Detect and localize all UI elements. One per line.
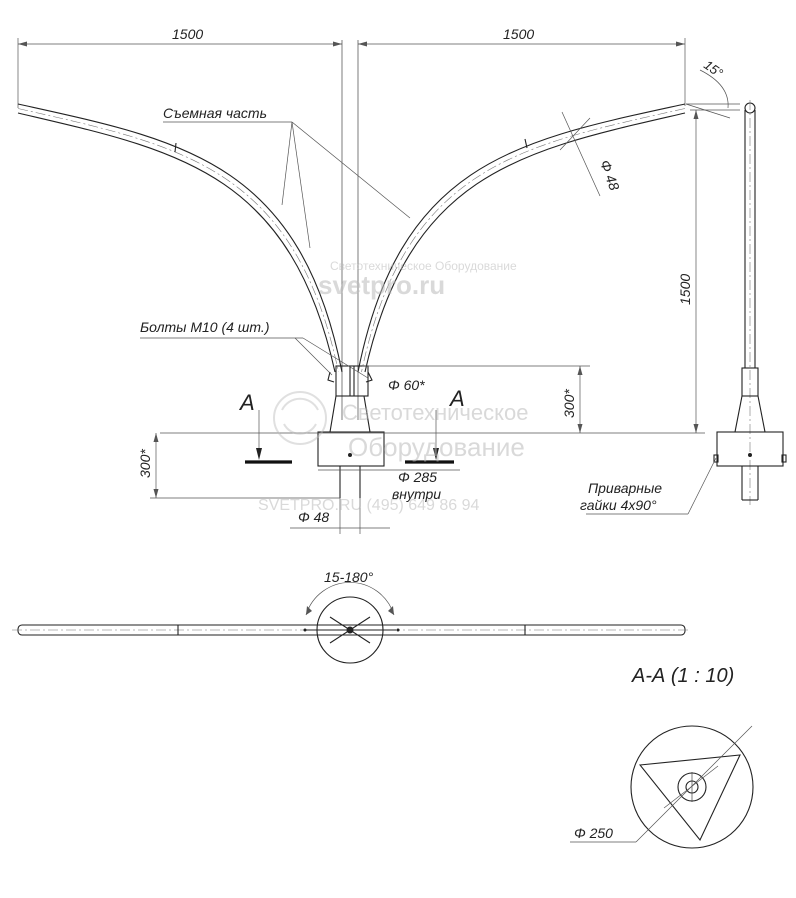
dia-48-bottom-dim xyxy=(290,498,390,534)
dia-250-leader xyxy=(570,725,753,843)
angle-label: 15° xyxy=(701,57,726,81)
dim-line-right-1500 xyxy=(358,38,686,106)
removable-part-leader xyxy=(163,121,411,249)
dim-300-right xyxy=(577,366,583,433)
right-arm xyxy=(357,103,686,373)
watermark-brand-center-2: Оборудование xyxy=(348,432,525,462)
side-view xyxy=(713,100,787,505)
dim-1500-height xyxy=(690,109,740,433)
welded-nuts-label-2: гайки 4х90° xyxy=(580,497,657,513)
bolts-leader xyxy=(140,337,369,379)
post-front xyxy=(317,365,385,498)
section-mark-left-label: A xyxy=(238,390,255,415)
watermark-footer: SVETPRO.RU (495) 649 86 94 xyxy=(258,497,480,514)
dim-300-left-label: 300* xyxy=(137,449,153,478)
watermark-logo xyxy=(273,391,327,445)
inside-label: внутри xyxy=(392,486,441,502)
dim-300-left xyxy=(150,433,340,499)
watermark-site-top: svetpro.ru xyxy=(318,270,445,300)
watermark-brand-top: Светотехническое Оборудование xyxy=(330,259,517,273)
dia-285-label: Φ 285 xyxy=(398,469,437,485)
left-arm xyxy=(17,103,343,373)
rotation-label: 15-180° xyxy=(324,569,374,585)
watermark-brand-center-1: Светотехническое xyxy=(342,400,528,425)
dia-48-bottom-label: Φ 48 xyxy=(298,509,329,525)
section-mark-left xyxy=(245,410,292,464)
dim-label-left: 1500 xyxy=(172,26,203,42)
dia-250-label: Φ 250 xyxy=(574,825,613,841)
dia-60-label: Φ 60* xyxy=(388,377,425,393)
section-mark-right-label: A xyxy=(448,386,465,411)
bolts-label: Болты М10 (4 шт.) xyxy=(140,319,269,335)
arm-diameter-dim xyxy=(559,111,601,197)
welded-nuts-leader xyxy=(586,457,717,515)
dim-1500-height-label: 1500 xyxy=(677,274,693,305)
dim-line-left-1500 xyxy=(17,38,342,108)
angle-dim xyxy=(685,69,740,119)
section-a-a xyxy=(630,725,754,849)
top-view xyxy=(12,582,690,664)
welded-nuts-label-1: Приварные xyxy=(588,480,662,496)
section-mark-right xyxy=(405,410,454,464)
removable-part-label: Съемная часть xyxy=(163,105,267,121)
dim-300-right-label: 300* xyxy=(561,389,577,418)
dim-label-right: 1500 xyxy=(503,26,534,42)
section-title: А-А (1 : 10) xyxy=(631,665,734,687)
arm-diameter-label: Φ 48 xyxy=(597,158,623,193)
